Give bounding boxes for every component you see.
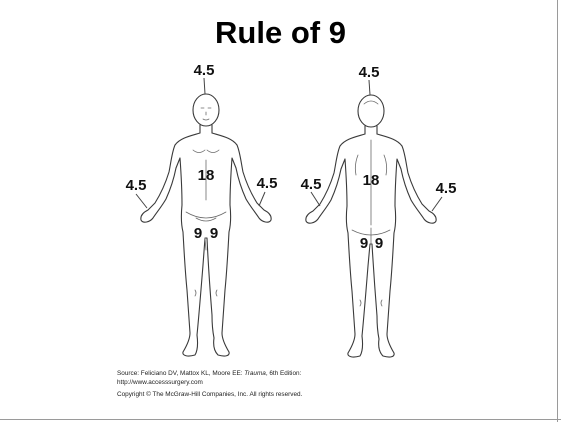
front-right-arm-leader xyxy=(259,192,265,206)
back-left-leg-value: 9 xyxy=(360,235,368,252)
front-right-arm-value: 4.5 xyxy=(257,175,278,192)
back-head-value: 4.5 xyxy=(359,64,380,81)
back-head xyxy=(358,95,384,127)
front-head-value: 4.5 xyxy=(194,62,215,79)
source-edition: , 6th Edition: xyxy=(266,370,302,377)
front-right-leg-value: 9 xyxy=(210,225,218,242)
back-left-arm-leader xyxy=(311,192,320,206)
back-left-arm-value: 4.5 xyxy=(301,176,322,193)
front-head xyxy=(193,94,219,126)
back-right-leg-value: 9 xyxy=(375,235,383,252)
front-left-arm-leader xyxy=(136,194,147,208)
front-left-arm-value: 4.5 xyxy=(126,177,147,194)
front-left-leg-value: 9 xyxy=(194,225,202,242)
front-body-figure xyxy=(141,94,271,356)
back-trunk-value: 18 xyxy=(363,172,380,189)
front-head-leader xyxy=(204,78,205,94)
source-citation: Source: Feliciano DV, Mattox KL, Moore E… xyxy=(117,369,457,387)
source-text: Source: Feliciano DV, Mattox KL, Moore E… xyxy=(117,370,244,377)
front-trunk-value: 18 xyxy=(198,167,215,184)
back-right-arm-leader xyxy=(432,197,442,211)
back-body-figure xyxy=(306,95,436,357)
source-url[interactable]: http://www.accesssurgery.com xyxy=(117,379,203,386)
source-book-title: Trauma xyxy=(244,370,266,377)
back-head-leader xyxy=(369,80,370,95)
back-right-arm-value: 4.5 xyxy=(436,180,457,197)
copyright-notice: Copyright © The McGraw-Hill Companies, I… xyxy=(117,391,457,398)
